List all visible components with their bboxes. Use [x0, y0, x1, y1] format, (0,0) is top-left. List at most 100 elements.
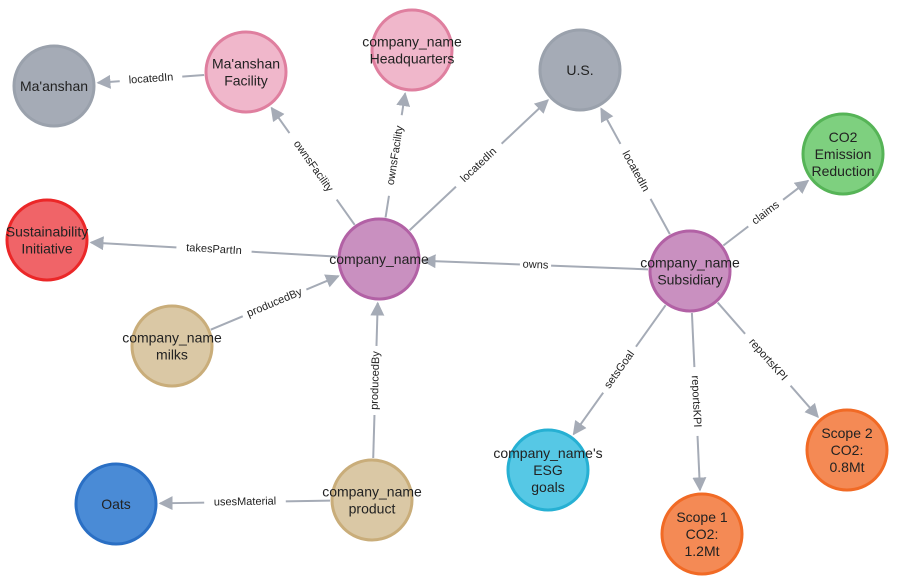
node-circle	[506, 428, 590, 512]
edge-label-background	[176, 240, 252, 259]
node-circle	[370, 8, 454, 92]
edge-subsidiary-scope1[interactable]: reportsKPI	[687, 312, 707, 492]
node-label: Ma'anshan	[20, 78, 88, 94]
edge-subsidiary-co2red[interactable]: claims	[722, 179, 810, 247]
node-label: company_name	[322, 484, 422, 500]
edge-label: ownsFacility	[385, 124, 406, 186]
edge-subsidiary-esg[interactable]: setsGoal	[572, 304, 667, 436]
edge-label-group: reportsKPI	[739, 329, 796, 391]
edge-label-group: locatedIn	[451, 138, 507, 192]
edge-facility-maanshan[interactable]: locatedIn	[96, 69, 205, 89]
edge-company-facility[interactable]: ownsFacility	[270, 106, 356, 226]
edge-label-background	[119, 69, 183, 89]
edge-label-group: owns	[519, 257, 552, 273]
node-label: milks	[156, 347, 188, 363]
edge-label-group: reportsKPI	[687, 366, 705, 437]
edge-label-background	[382, 114, 409, 197]
edge-label-group: claims	[744, 194, 788, 232]
edge-label: locatedIn	[458, 146, 499, 185]
node-label: 1.2Mt	[684, 543, 719, 559]
node-label: CO2:	[831, 442, 864, 458]
edge-milks-company[interactable]: producedBy	[210, 274, 340, 331]
edge-label-group: producedBy	[240, 283, 310, 323]
edge-label-background	[744, 194, 788, 232]
edge-company-sustain[interactable]: takesPartIn	[89, 236, 338, 259]
node-label: Facility	[224, 73, 268, 89]
edge-product-company[interactable]: producedBy	[367, 301, 385, 459]
edge-subsidiary-company[interactable]: owns	[421, 254, 649, 273]
edge-label-group: locatedIn	[119, 69, 183, 89]
node-circle	[660, 492, 744, 576]
edge-label-group: ownsFacility	[283, 129, 343, 204]
node-circle	[538, 28, 622, 112]
edge-label-group: usesMaterial	[204, 494, 286, 510]
node-label: U.S.	[566, 62, 593, 78]
edge-label-background	[739, 329, 796, 391]
edge-company-hq[interactable]: ownsFacility	[382, 92, 411, 218]
edge-label-background	[283, 129, 343, 204]
node-label: Emission	[815, 146, 872, 162]
node-us[interactable]: U.S.	[538, 28, 622, 112]
edge-label: locatedIn	[619, 149, 651, 194]
node-circle	[801, 112, 885, 196]
edge-label-background	[367, 345, 384, 416]
node-label: Headquarters	[370, 51, 455, 67]
node-circle	[805, 408, 889, 492]
node-circle	[337, 217, 421, 301]
node-maanshan[interactable]: Ma'anshan	[12, 44, 96, 128]
edge-label-background	[687, 366, 705, 437]
node-label: Ma'anshan	[212, 56, 280, 72]
node-circle	[648, 229, 732, 313]
edge-company-us[interactable]: locatedIn	[408, 99, 549, 231]
edge-label-background	[451, 138, 507, 192]
edge-label-background	[519, 257, 552, 273]
node-label: company_name	[362, 34, 462, 50]
node-label: Scope 2	[821, 425, 873, 441]
edge-label-background	[240, 283, 310, 323]
edge-label: reportsKPI	[746, 336, 789, 383]
edge-label: owns	[522, 259, 549, 272]
edge-label-background	[204, 494, 286, 510]
node-label: CO2:	[686, 526, 719, 542]
node-circle	[330, 458, 414, 542]
node-label: CO2	[829, 129, 858, 145]
edge-label-group: takesPartIn	[176, 240, 252, 259]
edge-product-oats[interactable]: usesMaterial	[158, 494, 331, 511]
node-label: company_name	[329, 251, 429, 267]
edge-label-background	[614, 140, 657, 203]
node-label: Initiative	[21, 241, 73, 257]
edge-label-group: producedBy	[367, 345, 384, 416]
node-label: goals	[531, 479, 564, 495]
edge-label-group: setsGoal	[597, 342, 642, 397]
edge-subsidiary-us[interactable]: locatedIn	[600, 107, 671, 235]
node-label: Subsidiary	[657, 272, 722, 288]
edge-subsidiary-scope2[interactable]: reportsKPI	[716, 301, 819, 418]
edge-label-group: locatedIn	[614, 140, 657, 203]
node-label: company_name	[122, 330, 222, 346]
edge-label: ownsFacility	[291, 138, 336, 194]
edge-label: locatedIn	[128, 71, 173, 86]
edge-label: setsGoal	[602, 349, 637, 391]
node-label: company_name	[640, 255, 740, 271]
edge-label: usesMaterial	[214, 495, 277, 508]
node-company[interactable]: company_name	[329, 217, 429, 301]
node-circle	[74, 462, 158, 546]
edge-label: producedBy	[245, 286, 304, 320]
node-label: Scope 1	[676, 509, 728, 525]
node-circle	[5, 198, 89, 282]
node-label: Reduction	[811, 163, 874, 179]
node-oats[interactable]: Oats	[74, 462, 158, 546]
node-label: product	[349, 501, 396, 517]
